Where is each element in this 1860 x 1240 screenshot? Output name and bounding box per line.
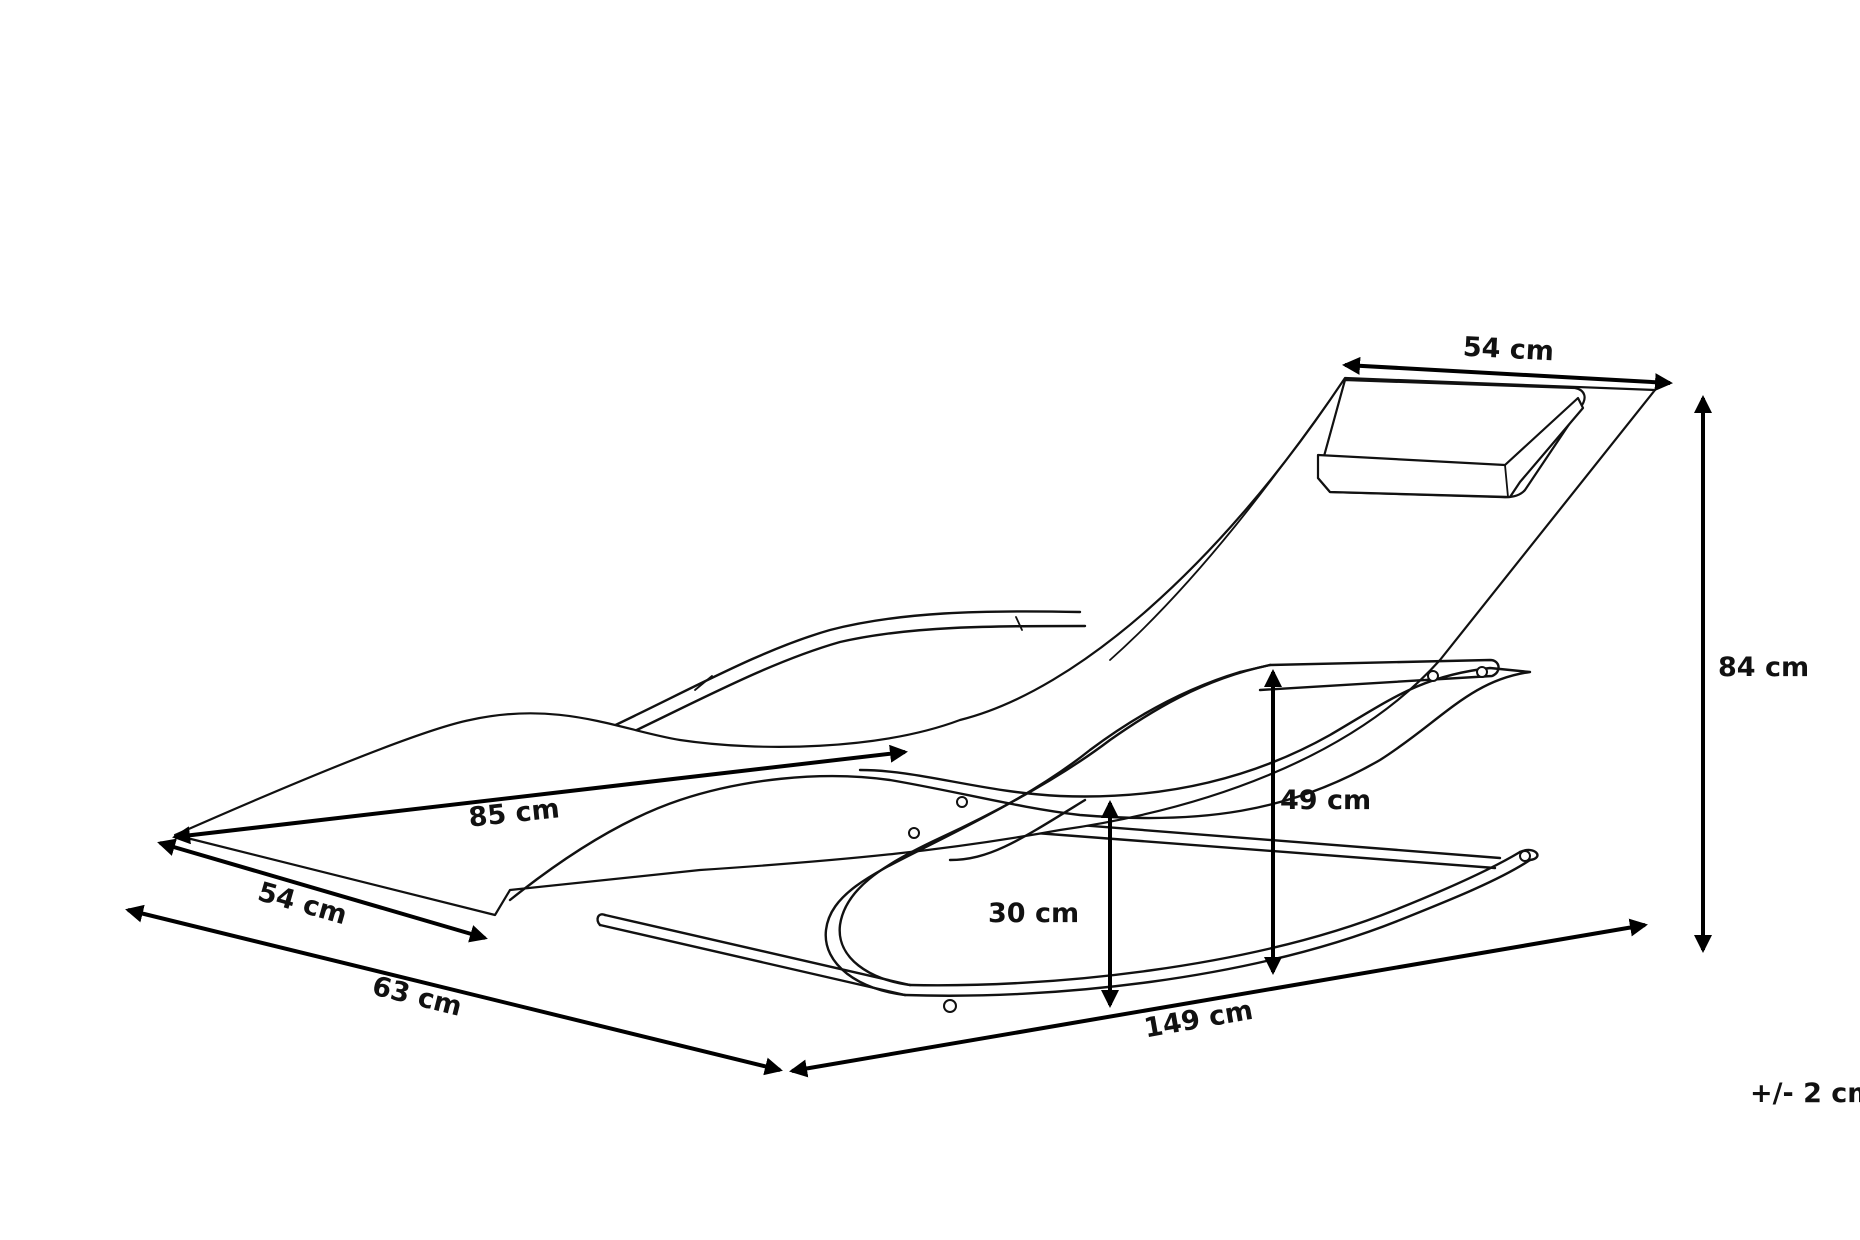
- seat-height-label: 30 cm: [988, 898, 1079, 929]
- dimension-lines: [125, 356, 1712, 1078]
- headrest-width-arrow: [1342, 356, 1673, 392]
- armrest-height-label: 49 cm: [1280, 785, 1371, 816]
- overall-width-label: 63 cm: [369, 971, 465, 1023]
- lounger-illustration: [173, 376, 1657, 1013]
- total-height-label: 84 cm: [1718, 652, 1809, 683]
- seat-length-arrow: [172, 744, 908, 845]
- tolerance-note: +/- 2 cm: [1750, 1078, 1860, 1109]
- overall-length-arrow: [789, 918, 1648, 1078]
- headrest-width-label: 54 cm: [1462, 332, 1555, 368]
- back-side-frame: [603, 610, 1082, 732]
- overall-width-arrow: [125, 904, 783, 1076]
